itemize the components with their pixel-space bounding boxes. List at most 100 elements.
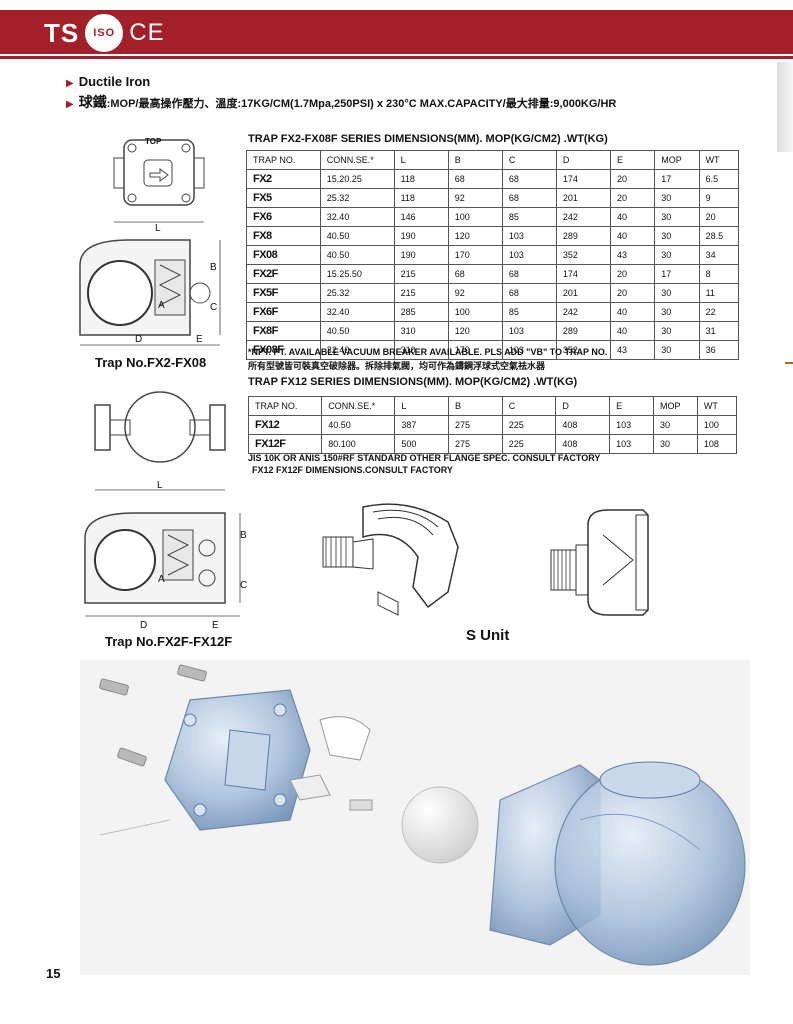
brand-text: TS bbox=[44, 17, 80, 48]
table-cell: 68 bbox=[501, 188, 557, 208]
table-cell: 289 bbox=[555, 321, 612, 341]
column-header: C bbox=[501, 396, 557, 416]
trap-number-cell: FX8F bbox=[246, 321, 321, 341]
table-cell: 170 bbox=[447, 340, 503, 360]
table-cell: 103 bbox=[501, 226, 557, 246]
table-cell: 85 bbox=[501, 207, 557, 227]
table-cell: 92 bbox=[447, 188, 503, 208]
caption-fx2f-fx12f: Trap No.FX2F-FX12F bbox=[105, 634, 233, 649]
iso-badge-icon: ISO bbox=[85, 14, 124, 52]
table-cell: 108 bbox=[696, 434, 738, 454]
table-cell: 15.20.25 bbox=[319, 169, 395, 189]
table-cell: 30 bbox=[654, 188, 700, 208]
trap-number-cell: FX6 bbox=[246, 207, 321, 227]
table-cell: 242 bbox=[555, 302, 612, 322]
table-cell: 120 bbox=[447, 321, 503, 341]
table-cell: 201 bbox=[555, 283, 612, 303]
dim-label-E: E bbox=[196, 334, 203, 345]
table1-title: TRAP FX2-FX08F SERIES DIMENSIONS(MM). MO… bbox=[248, 133, 608, 145]
note-vacuum-breaker-zh: 所有型號皆可裝真空破除器。拆除排氣閥，均可作為鑄鋼浮球式空氣祛水器 bbox=[248, 361, 546, 371]
column-header: WT bbox=[696, 396, 738, 416]
table-cell: 92 bbox=[447, 283, 503, 303]
table-cell: 146 bbox=[393, 207, 449, 227]
table-cell: 20 bbox=[610, 283, 656, 303]
table-cell: 20 bbox=[610, 188, 656, 208]
dim-label-A2: A bbox=[158, 574, 165, 585]
table-cell: 285 bbox=[393, 302, 449, 322]
dim-label-C: C bbox=[210, 302, 218, 313]
caption-fx2-fx08: Trap No.FX2-FX08 bbox=[95, 355, 207, 370]
table-cell: 85 bbox=[501, 302, 557, 322]
trap-number-cell: FX08F bbox=[246, 340, 321, 360]
table-cell: 32.40 bbox=[319, 302, 395, 322]
trap-number-cell: FX5F bbox=[246, 283, 321, 303]
table-cell: 30 bbox=[654, 321, 700, 341]
column-header: D bbox=[555, 150, 612, 170]
s-unit-side-drawing bbox=[550, 509, 649, 616]
table-cell: 9 bbox=[698, 188, 740, 208]
exploded-trap-illustration bbox=[80, 660, 750, 975]
trap-number-cell: FX08 bbox=[246, 245, 321, 265]
table-cell: 40 bbox=[610, 321, 656, 341]
header-rule bbox=[0, 56, 793, 59]
table-cell: 30 bbox=[654, 207, 700, 227]
table-cell: 32.40 bbox=[319, 207, 395, 227]
table-cell: 22 bbox=[698, 302, 740, 322]
table-cell: 80.100 bbox=[321, 434, 396, 454]
table-cell: 30 bbox=[652, 434, 698, 454]
column-header: TRAP NO. bbox=[246, 150, 321, 170]
dim-label-D: D bbox=[135, 334, 143, 345]
ce-mark: CE bbox=[129, 19, 165, 46]
table-cell: 28.5 bbox=[698, 226, 740, 246]
column-header: MOP bbox=[652, 396, 698, 416]
column-header: TRAP NO. bbox=[247, 396, 323, 416]
table-cell: 68 bbox=[501, 283, 557, 303]
bolt-icon bbox=[99, 664, 207, 767]
trap-flanged-section-drawing bbox=[84, 512, 241, 617]
column-header: MOP bbox=[654, 150, 700, 170]
s-unit-perspective-drawing bbox=[322, 503, 459, 616]
table-cell: 289 bbox=[555, 226, 612, 246]
caption-s-unit: S Unit bbox=[466, 627, 510, 644]
spec-line: ▶球鐵:MOP/最高操作壓力、溫度:17KG/CM(1.7Mpa,250PSI)… bbox=[66, 92, 616, 112]
material-line: ▶Ductile Iron bbox=[66, 74, 150, 89]
page-edge-mark bbox=[785, 362, 793, 364]
column-header: E bbox=[609, 396, 654, 416]
table-cell: 103 bbox=[501, 321, 557, 341]
table-cell: 103 bbox=[609, 415, 654, 435]
dim-label-L: L bbox=[155, 223, 161, 234]
table-cell: 31 bbox=[698, 321, 740, 341]
table-cell: 6.5 bbox=[698, 169, 740, 189]
trap-flanged-top-drawing bbox=[94, 391, 226, 491]
spec-main: 球鐵 bbox=[78, 94, 107, 110]
table-cell: 352 bbox=[555, 245, 612, 265]
table-cell: 30 bbox=[654, 340, 700, 360]
table-cell: 215 bbox=[393, 264, 449, 284]
table-cell: 100 bbox=[696, 415, 738, 435]
trap-number-cell: FX12F bbox=[247, 434, 323, 454]
table-cell: 40.50 bbox=[319, 245, 395, 265]
table-cell: 201 bbox=[555, 188, 612, 208]
trap-section-drawing bbox=[79, 239, 221, 346]
trap-top-view-drawing bbox=[113, 139, 205, 223]
table-cell: 40.50 bbox=[319, 321, 395, 341]
table-cell: 310 bbox=[393, 340, 449, 360]
triangle-bullet-icon: ▶ bbox=[66, 99, 74, 110]
table-cell: 408 bbox=[555, 415, 611, 435]
table-cell: 20 bbox=[610, 264, 656, 284]
top-label: TOP bbox=[145, 137, 162, 146]
table-cell: 17 bbox=[654, 169, 700, 189]
trap-number-cell: FX12 bbox=[247, 415, 323, 435]
header-band bbox=[0, 10, 793, 54]
table-cell: 40.50 bbox=[321, 415, 396, 435]
table-cell: 11 bbox=[698, 283, 740, 303]
